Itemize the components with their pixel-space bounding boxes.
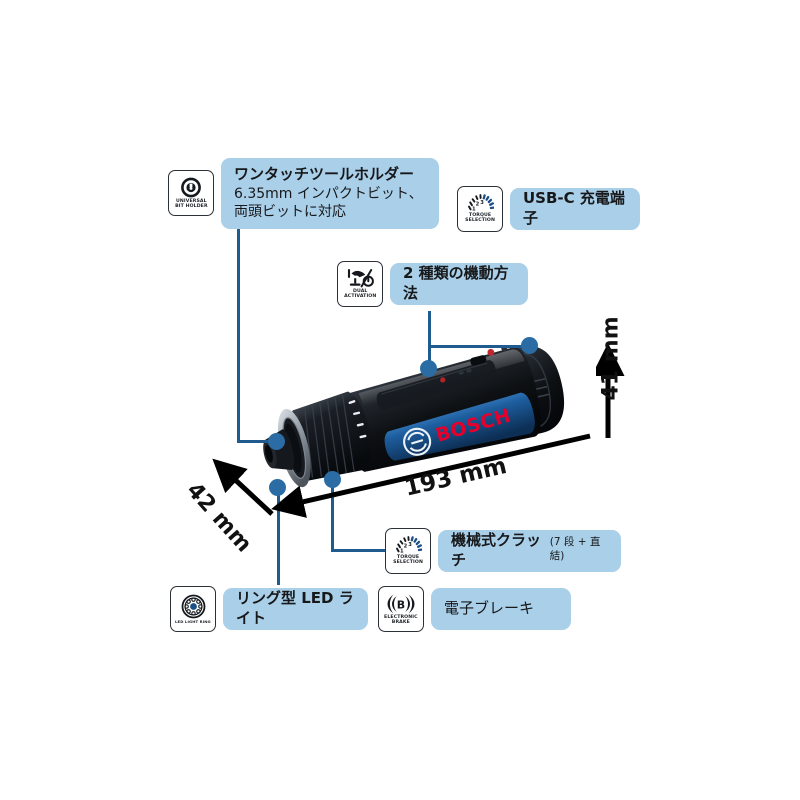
torque-selection-icon: 1 2 3 TORQUE SELECTION bbox=[457, 186, 503, 232]
callout-heading: 機械式クラッチ bbox=[451, 531, 542, 569]
callout-text-led-light-ring: リング型 LED ライト bbox=[223, 588, 368, 630]
callout-dual-activation[interactable]: DUAL ACTIVATION 2 種類の機動方法 bbox=[337, 261, 528, 307]
connector-line-clutch-b bbox=[331, 549, 387, 552]
dual-activation-icon: DUAL ACTIVATION bbox=[337, 261, 383, 307]
connector-line-bit-holder bbox=[237, 223, 240, 442]
icon-caption: TORQUE SELECTION bbox=[393, 555, 423, 565]
dimension-label-height: 41 mm bbox=[598, 316, 624, 401]
electronic-brake-letter: B bbox=[397, 598, 405, 611]
torque-selection-icon: 1 2 3 TORQUE SELECTION bbox=[385, 528, 431, 574]
icon-caption: TORQUE SELECTION bbox=[465, 213, 495, 223]
svg-text:3: 3 bbox=[408, 542, 412, 548]
svg-text:3: 3 bbox=[480, 200, 484, 206]
callout-text-mechanical-clutch: 機械式クラッチ (7 段 + 直結) bbox=[438, 530, 621, 572]
dimension-arrow-length bbox=[271, 433, 591, 518]
icon-caption: ELECTRONIC BRAKE bbox=[384, 614, 418, 625]
callout-text-universal-bit-holder: ワンタッチツールホルダー 6.35mm インパクトビット、 両頭ビットに対応 bbox=[221, 158, 439, 229]
callout-universal-bit-holder[interactable]: UNIVERSAL BIT HOLDER ワンタッチツールホルダー 6.35mm… bbox=[168, 158, 439, 229]
connector-dot-clutch bbox=[324, 471, 341, 488]
callout-heading: リング型 LED ライト bbox=[236, 589, 354, 627]
connector-line-dual-b bbox=[428, 345, 529, 348]
callout-electronic-brake[interactable]: B ELECTRONIC BRAKE 電子ブレーキ bbox=[378, 586, 571, 632]
callout-heading: 2 種類の機動方法 bbox=[403, 264, 509, 302]
callout-heading: USB-C 充電端子 bbox=[523, 189, 625, 227]
callout-text-electronic-brake: 電子ブレーキ bbox=[431, 588, 571, 630]
product-image: BOSCH bbox=[236, 324, 604, 514]
icon-caption: LED LIGHT RING bbox=[175, 619, 211, 624]
callout-usb-c-charging[interactable]: 1 2 3 TORQUE SELECTION USB-C 充電端子 bbox=[457, 186, 640, 232]
icon-caption: DUAL ACTIVATION bbox=[343, 289, 377, 299]
svg-text:1: 1 bbox=[472, 206, 476, 212]
dimension-arrow-width bbox=[212, 458, 274, 516]
connector-dot-bit-holder bbox=[268, 433, 285, 450]
led-light-ring-icon: LED LIGHT RING bbox=[170, 586, 216, 632]
connector-line-clutch-a bbox=[331, 478, 334, 552]
icon-caption: UNIVERSAL BIT HOLDER bbox=[174, 198, 208, 209]
dimension-arrow-height bbox=[596, 342, 625, 438]
callout-body-line1: 6.35mm インパクトビット、 bbox=[234, 185, 423, 202]
connector-dot-dual-button bbox=[521, 337, 538, 354]
callout-body-line2: 両頭ビットに対応 bbox=[234, 204, 346, 221]
electronic-brake-icon: B ELECTRONIC BRAKE bbox=[378, 586, 424, 632]
connector-line-led bbox=[277, 487, 280, 585]
connector-line-bit-holder-b bbox=[237, 440, 275, 443]
svg-text:2: 2 bbox=[476, 201, 480, 207]
svg-text:1: 1 bbox=[400, 548, 404, 554]
callout-mechanical-clutch[interactable]: 1 2 3 TORQUE SELECTION 機械式クラッチ (7 段 + 直結… bbox=[385, 528, 621, 574]
connector-line-dual-c bbox=[428, 345, 431, 368]
connector-dot-dual-trigger bbox=[420, 360, 437, 377]
callout-heading: ワンタッチツールホルダー bbox=[234, 165, 415, 183]
callout-text-dual-activation: 2 種類の機動方法 bbox=[390, 263, 528, 305]
callout-note: (7 段 + 直結) bbox=[549, 536, 601, 563]
universal-bit-holder-icon: UNIVERSAL BIT HOLDER bbox=[168, 170, 214, 217]
connector-line-dual-a bbox=[428, 311, 431, 348]
callout-led-light-ring[interactable]: LED LIGHT RING リング型 LED ライト bbox=[170, 586, 368, 632]
svg-text:2: 2 bbox=[404, 543, 408, 549]
callout-text-usb-c: USB-C 充電端子 bbox=[510, 188, 640, 230]
callout-heading: 電子ブレーキ bbox=[444, 599, 535, 618]
